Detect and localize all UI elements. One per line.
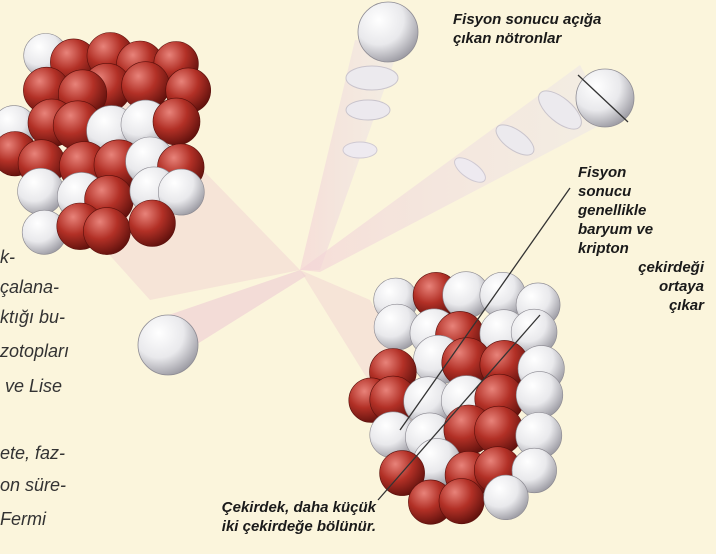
trail-ring-1 [346, 66, 398, 90]
article-line: ve Lise [0, 371, 62, 401]
neutron-sphere [516, 372, 563, 419]
proton-sphere [83, 208, 130, 255]
label-line: genellikle [578, 201, 704, 220]
label-line: sonucu [578, 182, 704, 201]
proton-sphere [129, 200, 175, 246]
neutrons-label: Fisyon sonucu açığa çıkan nötronlar [453, 10, 601, 48]
label-line: Fisyon [578, 163, 704, 182]
label-line: baryum ve [578, 220, 704, 239]
neutron-top [358, 2, 418, 62]
split-label: Çekirdek, daha küçük iki çekirdeğe bölün… [134, 498, 376, 536]
article-line: Fermi [0, 504, 46, 534]
label-line: Çekirdek, daha küçük [134, 498, 376, 517]
article-line: çalana- [0, 272, 59, 302]
proton-sphere [439, 479, 484, 524]
proton-sphere [153, 98, 200, 145]
fission-products-label: Fisyon sonucu genellikle baryum ve kript… [578, 163, 704, 315]
article-line: k- [0, 242, 15, 272]
article-line: ete, faz- [0, 438, 65, 468]
label-line: çıkar [578, 296, 704, 315]
article-line: zotopları [0, 336, 69, 366]
label-line: çıkan nötronlar [453, 29, 601, 48]
label-line: kripton [578, 239, 704, 258]
neutron-left [138, 315, 198, 375]
trail-ring-3 [343, 142, 377, 158]
lower-nucleus [349, 272, 565, 525]
article-line: on süre- [0, 470, 66, 500]
label-line: ortaya [578, 277, 704, 296]
neutron-sphere [484, 475, 529, 520]
trail-ring-2 [346, 100, 390, 120]
article-line: ktığı bu- [0, 302, 65, 332]
neutron-right [576, 69, 634, 127]
label-line: Fisyon sonucu açığa [453, 10, 601, 29]
label-line: iki çekirdeğe bölünür. [134, 517, 376, 536]
neutron-sphere [18, 168, 64, 214]
label-line: çekirdeği [578, 258, 704, 277]
